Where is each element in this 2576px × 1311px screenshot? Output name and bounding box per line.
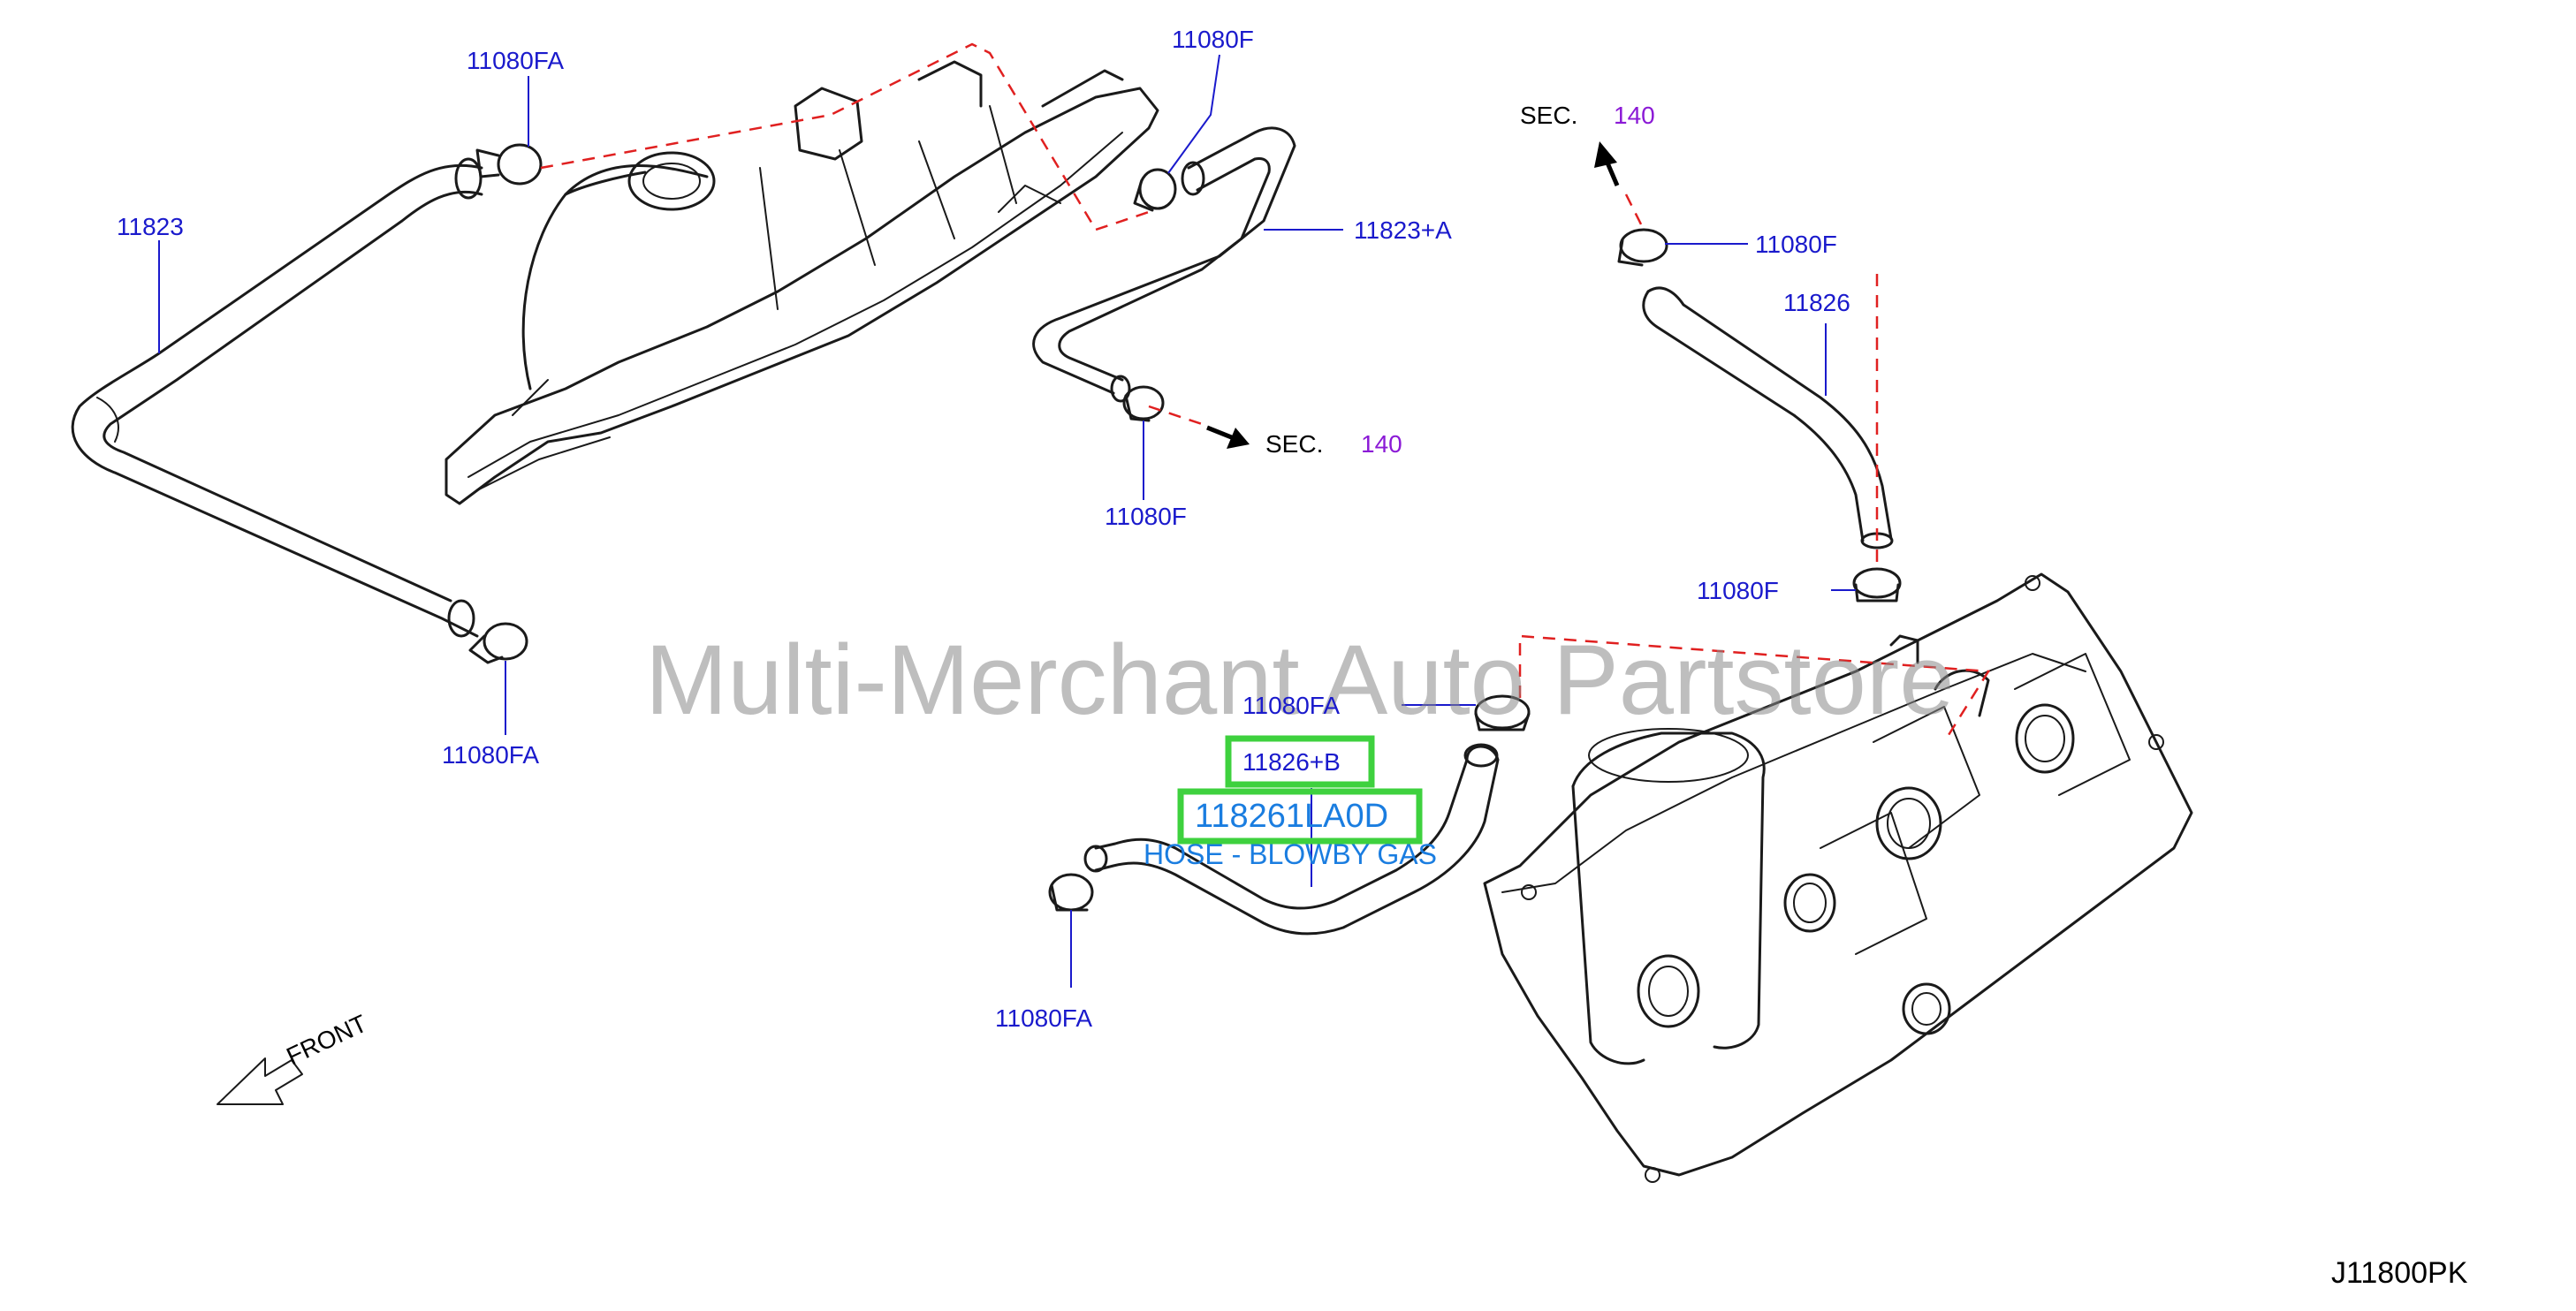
hose-11826-b bbox=[1083, 743, 1500, 936]
dashed-line-right-cover bbox=[1518, 634, 1991, 743]
label-hose-right[interactable]: 11826 bbox=[1783, 289, 1850, 316]
front-arrow bbox=[217, 1057, 303, 1105]
dashed-line-left bbox=[540, 42, 1150, 231]
sec-number-middle: 140 bbox=[1361, 430, 1402, 458]
rocker-cover-left bbox=[445, 60, 1159, 505]
dashed-line-right-top bbox=[1624, 193, 1645, 231]
dashed-lines bbox=[540, 42, 1991, 743]
sec-arrow-right-top bbox=[1594, 141, 1620, 186]
hose-11823-a bbox=[1032, 126, 1296, 403]
leader-lines bbox=[158, 54, 1856, 988]
clamp-bottom-center bbox=[1048, 873, 1094, 912]
dashed-line-sec-middle bbox=[1148, 405, 1203, 426]
highlight-box-ref bbox=[1225, 735, 1375, 788]
label-hose-center-ref[interactable]: 11826+B bbox=[1242, 748, 1341, 776]
sec-prefix-middle: SEC. bbox=[1265, 430, 1323, 458]
clamp-bottom-left bbox=[468, 622, 528, 664]
label-clamp-center-right[interactable]: 11080FA bbox=[1242, 692, 1340, 719]
diagram-code: J11800PK bbox=[2331, 1256, 2468, 1290]
highlighted-part-number[interactable]: 118261LA0D bbox=[1195, 798, 1388, 835]
clamp-center-right bbox=[1474, 694, 1531, 731]
sec-arrow-middle bbox=[1206, 425, 1250, 449]
clamp-right-lower bbox=[1852, 567, 1902, 602]
highlighted-part-description[interactable]: HOSE - BLOWBY GAS bbox=[1144, 838, 1437, 870]
sec-label-middle[interactable]: SEC. 140 bbox=[1265, 430, 1402, 458]
label-clamp-top-left[interactable]: 11080FA bbox=[467, 47, 564, 74]
label-clamp-middle-lower[interactable]: 11080F bbox=[1105, 503, 1187, 530]
leader-top-middle-poly bbox=[1167, 54, 1220, 174]
label-clamp-bottom-center[interactable]: 11080FA bbox=[995, 1004, 1092, 1032]
sec-number-right: 140 bbox=[1614, 102, 1655, 129]
label-clamp-right-top[interactable]: 11080F bbox=[1755, 231, 1837, 258]
part-labels: 11080FA 11823 11080FA 11080F 11823+A 110… bbox=[117, 26, 1850, 1032]
clamp-right-top bbox=[1617, 228, 1668, 267]
label-clamp-bottom-left[interactable]: 11080FA bbox=[442, 741, 539, 769]
rocker-cover-right bbox=[1483, 572, 2193, 1183]
label-hose-middle[interactable]: 11823+A bbox=[1354, 216, 1452, 244]
sec-prefix-right: SEC. bbox=[1520, 102, 1577, 129]
hose-11823 bbox=[71, 157, 483, 638]
highlight-box-part-number bbox=[1177, 788, 1423, 845]
hose-11826 bbox=[1642, 286, 1894, 549]
highlighted-part[interactable]: 11826+B 118261LA0D HOSE - BLOWBY GAS bbox=[1144, 735, 1437, 870]
watermark: Multi-Merchant Auto Partstore bbox=[645, 625, 1954, 735]
label-clamp-top-middle[interactable]: 11080F bbox=[1172, 26, 1254, 53]
front-label: FRONT bbox=[282, 1010, 371, 1071]
label-hose-left[interactable]: 11823 bbox=[117, 213, 184, 240]
sec-label-right[interactable]: SEC. 140 bbox=[1520, 102, 1655, 129]
clamp-middle-lower bbox=[1122, 385, 1165, 422]
label-clamp-right-lower[interactable]: 11080F bbox=[1697, 577, 1779, 604]
clamp-top-left bbox=[475, 143, 543, 186]
clamp-top-middle bbox=[1133, 168, 1177, 212]
